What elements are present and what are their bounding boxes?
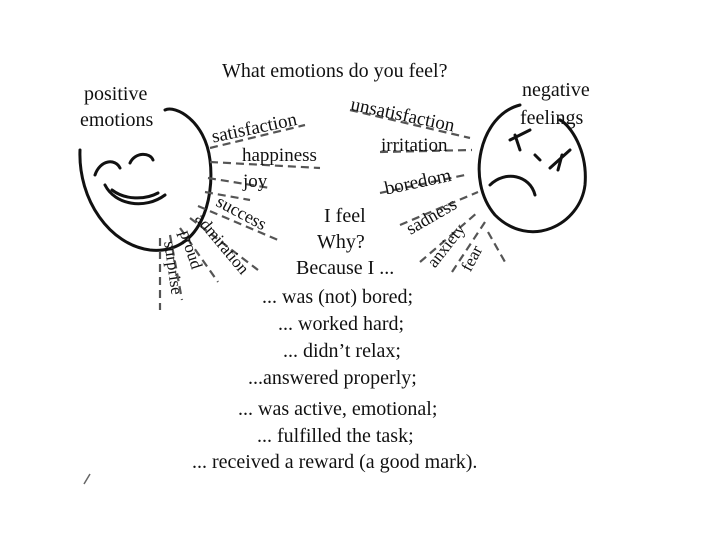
center-line-why: Why?	[317, 231, 365, 253]
positive-word-joy: joy	[243, 171, 268, 192]
positive-heading-line1: positive	[84, 83, 148, 105]
positive-spokes	[158, 123, 321, 310]
reason-item: ...answered properly;	[248, 367, 417, 389]
reason-item: ... worked hard;	[278, 313, 405, 335]
center-line-because: Because I ...	[296, 257, 395, 279]
negative-heading-line1: negative	[522, 79, 590, 101]
reason-item: ... was (not) bored;	[262, 286, 414, 308]
positive-heading-line2: emotions	[80, 109, 154, 131]
page-title: What emotions do you feel?	[222, 60, 448, 82]
negative-heading-line2: feelings	[520, 107, 584, 129]
reason-item: ... fulfilled the task;	[257, 425, 414, 447]
reason-item: ... received a reward (a good mark).	[192, 451, 478, 473]
frowning-face-icon	[477, 103, 587, 234]
negative-spokes	[349, 108, 506, 273]
reason-item: ... didn’t relax;	[283, 340, 401, 362]
positive-word-happiness: happiness	[242, 145, 317, 166]
negative-word-irritation: irritation	[381, 135, 448, 156]
stray-mark	[83, 473, 91, 485]
center-line-i-feel: I feel	[324, 205, 366, 227]
reason-item: ... was active, emotional;	[238, 398, 438, 420]
smiling-face-icon	[78, 107, 213, 252]
